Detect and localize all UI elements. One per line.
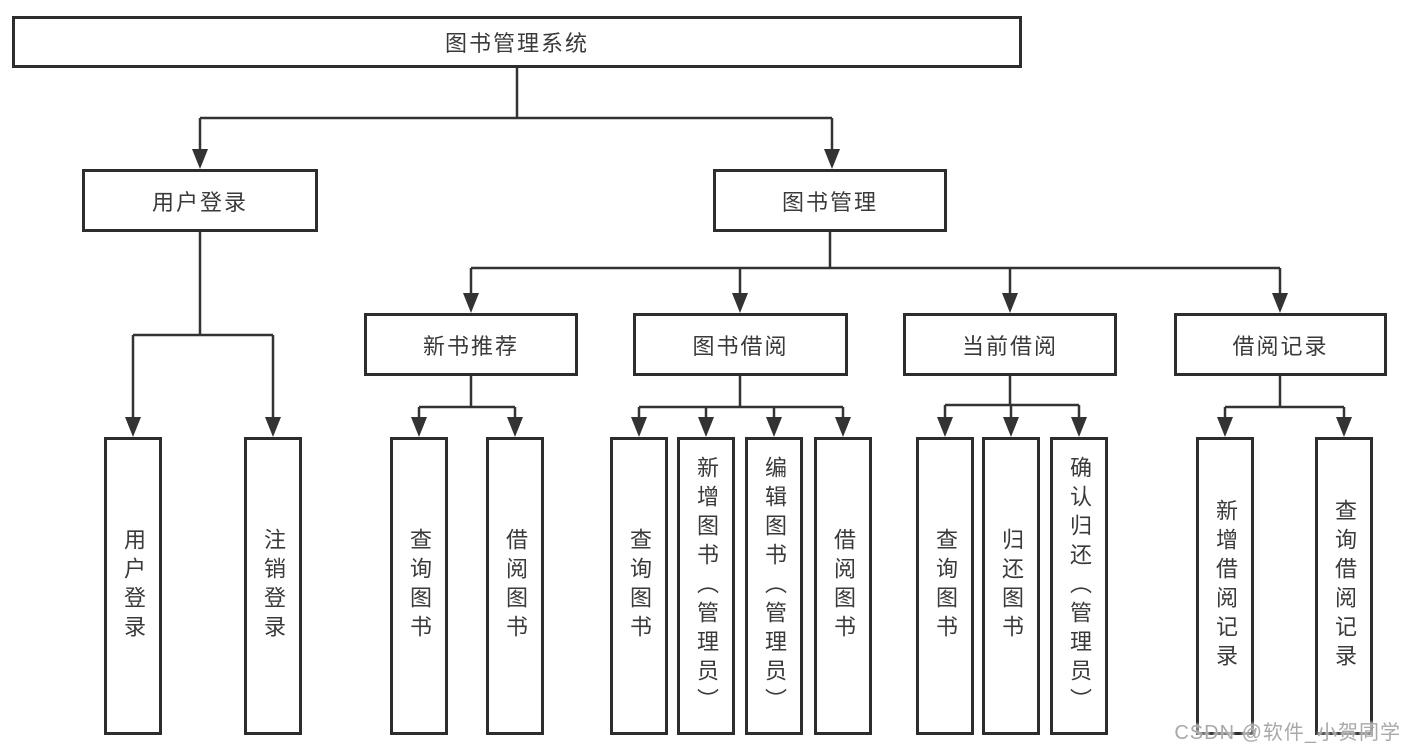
arrow-down-icon: [411, 417, 427, 437]
leaf-borrow-books: 借阅图书: [814, 437, 872, 735]
arrow-down-icon: [835, 417, 851, 437]
arrow-down-icon: [698, 417, 714, 437]
node-label: 编辑图书（管理员）: [762, 455, 787, 717]
node-borrowing-records: 借阅记录: [1174, 313, 1387, 376]
arrow-down-icon: [824, 149, 840, 169]
leaf-add-borrow-record: 新增借阅记录: [1196, 437, 1254, 735]
arrow-down-icon: [265, 417, 281, 437]
node-label: 借阅记录: [1232, 333, 1329, 359]
csdn-watermark: CSDN @软件_小贺同学: [1174, 722, 1401, 744]
node-label: 查询图书: [933, 528, 958, 644]
connector-curborrow-to-leaves: [943, 376, 1081, 419]
leaf-edit-books-admin: 编辑图书（管理员）: [745, 437, 803, 735]
node-label: 查询图书: [627, 528, 652, 644]
connector-borrowrec-to-leaves: [1223, 376, 1346, 419]
node-user-login: 用户登录: [82, 169, 318, 232]
leaf-confirm-return-admin: 确认归还（管理员）: [1050, 437, 1108, 735]
arrow-down-icon: [1272, 293, 1288, 313]
leaf-query-borrow-record: 查询借阅记录: [1315, 437, 1373, 735]
leaf-return-books: 归还图书: [982, 437, 1040, 735]
connector-bookborrow-to-leaves: [637, 376, 845, 419]
leaf-query-books-newrec: 查询图书: [390, 437, 448, 735]
connector-newrec-to-leaves: [417, 376, 517, 419]
node-label: 图书管理: [781, 189, 878, 215]
node-label: 借阅图书: [831, 528, 856, 644]
connector-bookmgmt-to-level3: [469, 232, 1282, 295]
arrow-down-icon: [732, 293, 748, 313]
node-label: 新增图书（管理员）: [694, 455, 719, 717]
arrow-down-icon: [1217, 417, 1233, 437]
arrow-down-icon: [1003, 417, 1019, 437]
node-label: 注销登录: [261, 528, 286, 644]
node-book-management: 图书管理: [713, 169, 947, 232]
node-label: 用户登录: [121, 528, 146, 644]
node-label: 当前借阅: [961, 333, 1058, 359]
leaf-user-login: 用户登录: [104, 437, 162, 735]
arrow-down-icon: [1002, 293, 1018, 313]
node-current-borrowing: 当前借阅: [903, 313, 1117, 376]
node-label: 图书管理系统: [444, 31, 589, 56]
arrow-down-icon: [631, 417, 647, 437]
node-label: 新书推荐: [422, 333, 519, 359]
node-label: 新增借阅记录: [1213, 499, 1238, 673]
leaf-query-books-current: 查询图书: [916, 437, 974, 735]
node-label: 确认归还（管理员）: [1067, 455, 1092, 717]
arrow-down-icon: [1071, 417, 1087, 437]
node-label: 图书借阅: [692, 333, 789, 359]
connector-root-to-level2: [198, 68, 834, 151]
node-label: 查询借阅记录: [1332, 499, 1357, 673]
leaf-add-books-admin: 新增图书（管理员）: [677, 437, 735, 735]
node-new-book-recommendation: 新书推荐: [364, 313, 578, 376]
leaf-query-books-borrow: 查询图书: [610, 437, 668, 735]
arrow-down-icon: [463, 293, 479, 313]
arrow-down-icon: [1336, 417, 1352, 437]
leaf-logout: 注销登录: [244, 437, 302, 735]
arrow-down-icon: [192, 149, 208, 169]
node-book-borrowing: 图书借阅: [633, 313, 848, 376]
node-label: 用户登录: [151, 189, 248, 215]
node-label: 借阅图书: [503, 528, 528, 644]
arrow-down-icon: [507, 417, 523, 437]
node-label: 查询图书: [407, 528, 432, 644]
leaf-borrow-books-newrec: 借阅图书: [486, 437, 544, 735]
arrow-down-icon: [766, 417, 782, 437]
node-root-library-system: 图书管理系统: [12, 16, 1022, 68]
arrow-down-icon: [937, 417, 953, 437]
connector-userlogin-to-leaves: [131, 232, 275, 419]
node-label: 归还图书: [999, 528, 1024, 644]
arrow-down-icon: [125, 417, 141, 437]
